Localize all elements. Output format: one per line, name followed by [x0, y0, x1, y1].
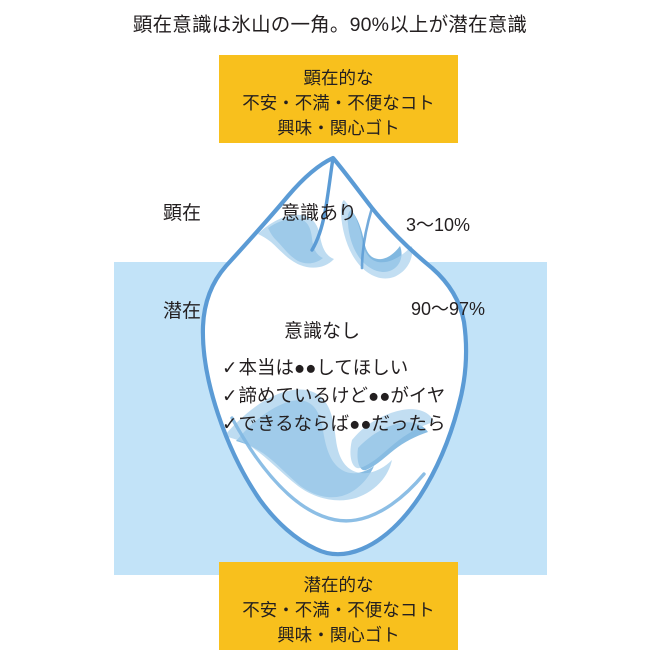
- check-icon: ✓: [222, 413, 238, 434]
- iceberg-shadow-underwater-left-light: [224, 389, 392, 501]
- subconscious-callout-box: 潜在的な 不安・不満・不便なコト 興味・関心ゴト: [219, 562, 458, 650]
- iceberg-crease-right: [360, 206, 374, 270]
- checklist-item: ✓本当は●●してほしい: [222, 354, 446, 382]
- subconscious-checklist: ✓本当は●●してほしい ✓諦めているけど●●がイヤ ✓できるならば●●だったら: [222, 354, 446, 438]
- iceberg-inner-contour-underwater: [230, 416, 426, 523]
- iceberg-ridge-line: [310, 156, 335, 252]
- checklist-item: ✓できるならば●●だったら: [222, 410, 446, 438]
- conscious-callout-box: 顕在的な 不安・不満・不便なコト 興味・関心ゴト: [219, 55, 458, 143]
- check-icon: ✓: [222, 357, 238, 378]
- conscious-callout-line-3: 興味・関心ゴト: [277, 118, 400, 138]
- label-subconscious-layer: 潜在: [163, 301, 202, 322]
- label-subconscious-percent: 90〜97%: [411, 299, 486, 319]
- label-subconscious-state: 意識なし: [284, 321, 361, 342]
- checklist-item-label: 諦めているけど●●がイヤ: [238, 385, 446, 406]
- iceberg-outline: [200, 155, 469, 557]
- subconscious-callout-line-2: 不安・不満・不便なコト: [242, 600, 435, 620]
- subconscious-callout-line-1: 潜在的な: [303, 575, 374, 595]
- label-conscious-percent: 3〜10%: [406, 215, 471, 235]
- checklist-item: ✓諦めているけど●●がイヤ: [222, 382, 446, 410]
- conscious-callout-line-2: 不安・不満・不便なコト: [242, 93, 435, 113]
- check-icon: ✓: [222, 385, 238, 406]
- conscious-callout-line-1: 顕在的な: [303, 68, 374, 88]
- subconscious-callout-line-3: 興味・関心ゴト: [277, 625, 400, 645]
- checklist-item-label: 本当は●●してほしい: [238, 357, 409, 378]
- iceberg-shadow-underwater-right-upper: [350, 409, 434, 469]
- label-conscious-layer: 顕在: [163, 203, 202, 224]
- checklist-item-label: できるならば●●だったら: [238, 413, 446, 434]
- iceberg-shadow-peak-right-light: [341, 200, 413, 279]
- label-conscious-state: 意識あり: [281, 203, 358, 224]
- iceberg-shadow-peak-left-light: [258, 214, 334, 268]
- page-title: 顕在意識は氷山の一角。90%以上が潜在意識: [132, 14, 528, 36]
